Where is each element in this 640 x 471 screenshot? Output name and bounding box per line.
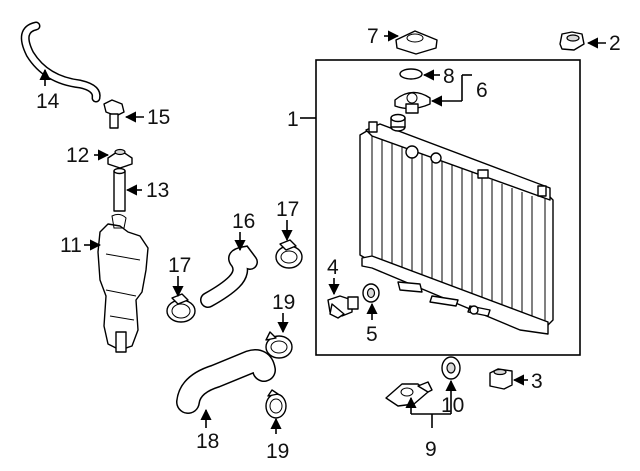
callout-16: 16: [232, 210, 255, 233]
callout-6: 6: [476, 79, 488, 102]
hose-clamp-part-17b[interactable]: [275, 239, 303, 269]
hose-part-16[interactable]: [200, 245, 258, 308]
radiator-assembly-box: [315, 59, 581, 356]
drain-plug-part[interactable]: [327, 295, 359, 319]
callout-19a: 19: [272, 291, 295, 314]
callout-5: 5: [366, 323, 378, 346]
callout-11: 11: [60, 234, 82, 257]
radiator-part[interactable]: [359, 113, 554, 335]
callout-17a: 17: [168, 254, 191, 277]
callout-2: 2: [609, 32, 621, 55]
hose-clamp-part-19b[interactable]: [265, 389, 287, 419]
callout-13: 13: [146, 179, 169, 202]
o-ring-part-5[interactable]: [362, 283, 380, 303]
sensor-part-9[interactable]: [385, 381, 433, 407]
callout-leaders: [39, 30, 606, 434]
hose-clamp-part-19a[interactable]: [265, 331, 293, 359]
reservoir-tank-part[interactable]: [97, 213, 149, 353]
callout-18: 18: [196, 430, 219, 453]
callout-19b: 19: [266, 440, 289, 463]
cushion-part-2[interactable]: [559, 31, 585, 51]
cap-part-7[interactable]: [395, 30, 438, 55]
callout-8: 8: [443, 65, 455, 88]
callout-17b: 17: [276, 198, 299, 221]
tube-part-13[interactable]: [113, 167, 126, 212]
radiator-cap-part[interactable]: [394, 91, 431, 114]
callout-4: 4: [327, 256, 339, 279]
callout-15: 15: [147, 106, 170, 129]
o-ring-part[interactable]: [399, 68, 423, 80]
hose-clamp-part-17a[interactable]: [166, 293, 196, 323]
reservoir-cap-part[interactable]: [107, 148, 133, 169]
callout-3: 3: [531, 370, 543, 393]
hose-part-18[interactable]: [176, 349, 276, 414]
callout-9: 9: [425, 438, 437, 461]
callout-14: 14: [36, 90, 60, 113]
cushion-part-3[interactable]: [489, 368, 513, 390]
callout-10: 10: [441, 394, 464, 417]
callout-7: 7: [367, 25, 379, 48]
callout-1: 1: [287, 108, 299, 131]
o-ring-part-10[interactable]: [441, 356, 461, 380]
hose-joint-part[interactable]: [103, 99, 125, 129]
callout-12: 12: [66, 144, 89, 167]
